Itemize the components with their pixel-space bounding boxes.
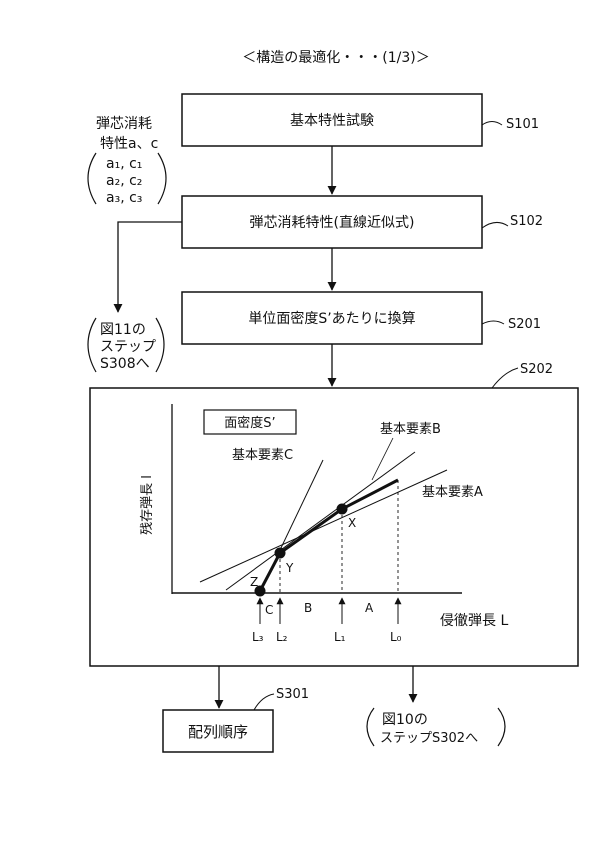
ref-fig11-line1: 図11の xyxy=(100,322,146,338)
step-s201-box xyxy=(181,291,483,345)
side-note-paren-left xyxy=(87,152,97,205)
point-x xyxy=(336,503,348,515)
chart-legend-label: 面密度S’ xyxy=(224,415,275,431)
ref-fig11-line2: ステップ xyxy=(100,339,156,355)
region-a-label: A xyxy=(365,601,374,615)
step-s102-leader xyxy=(481,222,509,229)
tick-label-l1: L₁ xyxy=(334,630,346,644)
ref-fig10-paren-right xyxy=(497,707,506,747)
arrow-s102-fig11 xyxy=(113,221,182,313)
side-note-line2: 特性a、c xyxy=(100,136,158,152)
step-s101-box xyxy=(181,93,483,147)
tick-label-l0: L₀ xyxy=(390,630,402,644)
inner-chart: 面密度S’ 残存弾長 l 侵徹弾長 L 基本要素B 基本要素C 基本要素A X … xyxy=(140,404,508,644)
chart-ylabel: 残存弾長 l xyxy=(140,475,155,535)
step-s102-box xyxy=(181,195,483,249)
approximation-curve xyxy=(258,478,399,592)
side-note-pair2: a₂, c₂ xyxy=(106,173,142,189)
step-s301-leader xyxy=(253,693,275,711)
side-note-paren-right xyxy=(157,152,167,205)
line-element-b xyxy=(225,451,416,591)
point-z xyxy=(254,585,266,597)
step-s102-label: 弾芯消耗特性(直線近似式) xyxy=(250,214,415,231)
ref-fig11-paren-right xyxy=(155,317,165,373)
point-z-label: Z xyxy=(250,575,258,589)
step-s101-id: S101 xyxy=(506,117,539,132)
ref-fig10-line1: 図10の xyxy=(382,712,428,728)
chart-xlabel: 侵徹弾長 L xyxy=(440,612,508,629)
tick-label-l2: L₂ xyxy=(276,630,288,644)
step-s202-box xyxy=(89,387,579,667)
ref-fig10-paren-left xyxy=(366,707,375,747)
step-s202-leader xyxy=(491,367,519,389)
step-s101-leader xyxy=(481,121,503,126)
side-note-pair3: a₃, c₃ xyxy=(106,190,142,206)
step-s202-id: S202 xyxy=(520,362,553,377)
side-note-line1: 弾芯消耗 xyxy=(96,116,152,132)
point-x-label: X xyxy=(348,516,356,530)
tick-label-l3: L₃ xyxy=(252,630,264,644)
step-s201-leader xyxy=(481,320,505,325)
step-s201-label: 単位面密度S’あたりに換算 xyxy=(248,310,415,327)
line-label-b: 基本要素B xyxy=(380,422,441,437)
chart-legend-box xyxy=(203,409,297,435)
region-b-label: B xyxy=(304,601,312,615)
ref-fig11-line3: S308へ xyxy=(100,356,150,372)
line-label-a: 基本要素A xyxy=(422,485,483,500)
point-y xyxy=(274,547,286,559)
point-y-label: Y xyxy=(285,561,294,575)
ref-fig11-paren-left xyxy=(87,317,97,373)
line-element-a xyxy=(199,469,448,583)
step-s301-label: 配列順序 xyxy=(188,723,248,741)
step-s101-label: 基本特性試験 xyxy=(290,112,374,129)
line-label-c: 基本要素C xyxy=(232,448,293,463)
side-note-pair1: a₁, c₁ xyxy=(106,156,142,172)
step-s102-id: S102 xyxy=(510,214,543,229)
step-s301-id: S301 xyxy=(276,687,309,702)
step-s201-id: S201 xyxy=(508,317,541,332)
diagram-title: ＜構造の最適化・・・(1/3)＞ xyxy=(242,49,429,66)
step-s301-box xyxy=(162,709,274,753)
line-label-b-leader xyxy=(371,437,394,481)
region-c-label: C xyxy=(265,603,273,617)
ref-fig10-line2: ステップS302へ xyxy=(380,731,478,746)
